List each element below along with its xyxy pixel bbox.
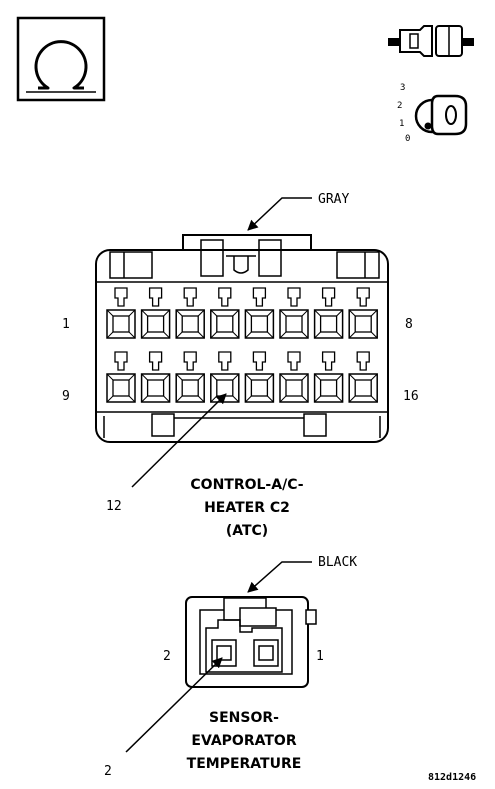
connector-c2: 1 8 9 16 GRAY 12 CONTROL-A/C- HEATER C2 … [62,192,419,539]
connector-c2-cavities [106,287,378,403]
key-position-label: 0 [405,134,410,144]
cavity-pin-8 [348,287,378,339]
figure-id: 812d1246 [428,772,476,783]
sensor-title-line3: TEMPERATURE [187,756,302,772]
cavity-pin-14 [279,351,309,403]
cavity-pin-10 [140,351,171,403]
sensor-title-line2: EVAPORATOR [191,733,296,749]
c2-title-line1: CONTROL-A/C- [190,477,303,493]
sensor-pin-1-label: 1 [316,649,324,664]
black-callout-leader [247,561,312,593]
cavity-pin-1 [106,287,136,339]
cavity-pin-12 [210,351,240,403]
pin-16-label: 16 [403,389,419,404]
sensor-pin-2-callout-leader [125,657,223,753]
key-position-label: 1 [399,119,404,129]
pin-12-callout-leader [131,393,227,488]
c2-title-line3: (ATC) [226,523,268,539]
sensor-color-label: BLACK [318,555,357,570]
c2-color-label: GRAY [318,192,349,207]
gray-callout-leader [247,197,312,231]
ignition-key-icon: 3 2 1 0 [397,83,468,144]
c2-callout-pin-label: 12 [106,499,122,514]
c2-title-line2: HEATER C2 [204,500,290,516]
pin-9-label: 9 [62,389,70,404]
cavity-pin-9 [106,351,136,403]
cavity-pin-2 [140,287,171,339]
connector-disconnect-icon [388,25,474,57]
cavity-pin-4 [210,287,240,339]
ohm-icon [16,16,106,102]
key-position-label: 2 [397,101,402,111]
pin-8-label: 8 [405,317,413,332]
sensor-title-line1: SENSOR- [209,710,279,726]
cavity-pin-7 [313,287,344,339]
connector-c2-housing [95,234,389,443]
sensor-callout-pin-label: 2 [104,764,112,779]
cavity-pin-11 [175,351,205,403]
cavity-pin-13 [244,351,275,403]
cavity-pin-5 [244,287,275,339]
cavity-pin-3 [175,287,205,339]
connector-sensor: 2 1 BLACK 2 SENSOR- EVAPORATOR TEMPERATU… [104,555,357,779]
cavity-pin-6 [279,287,309,339]
sensor-pin-2-label: 2 [163,649,171,664]
cavity-pin-16 [348,351,378,403]
pin-1-label: 1 [62,317,70,332]
cavity-pin-15 [313,351,344,403]
key-position-label: 3 [400,83,405,93]
